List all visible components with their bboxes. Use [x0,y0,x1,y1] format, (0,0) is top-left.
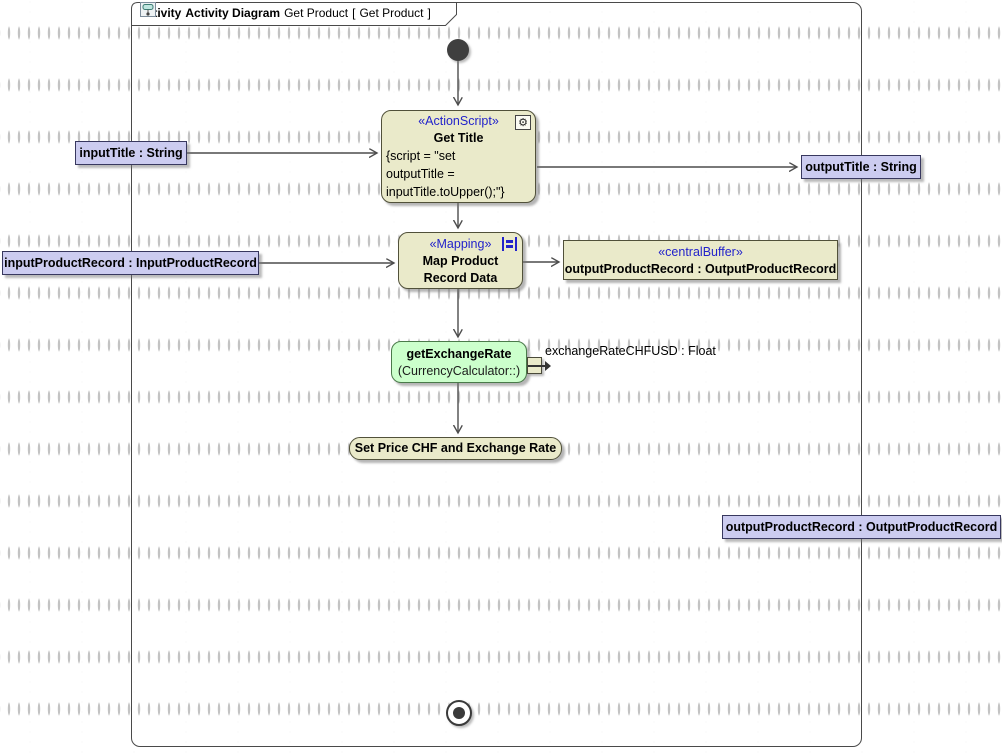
parameter-output-product-record[interactable]: outputProductRecord : OutputProductRecor… [722,515,1001,539]
action-set-price-chf-and-exchange-rate[interactable]: Set Price CHF and Exchange Rate [349,437,562,460]
mapping-name-line1: Map Product [422,253,499,268]
parameter-output-title[interactable]: outputTitle : String [801,155,921,179]
initial-node[interactable] [447,39,469,61]
activity-final-node[interactable] [446,700,472,726]
mapping-stereotype: «Mapping» [429,236,492,251]
action-get-title[interactable]: ⚙ «ActionScript» Get Title {script = "se… [381,110,536,203]
set-price-name: Set Price CHF and Exchange Rate [354,441,557,455]
activity-frame-border[interactable] [131,2,862,747]
frame-ref-name: Get Product [359,5,424,20]
central-buffer-output-product-record[interactable]: «centralBuffer» outputProductRecord : Ou… [563,240,838,280]
activity-diagram-icon [140,2,156,17]
frame-open-bracket: [ [352,5,356,20]
get-title-name: Get Title [433,131,484,145]
frame-diagram-type: Activity Diagram [185,5,281,20]
action-map-product-record-data[interactable]: «Mapping» Map Product Record Data [398,232,523,289]
pin-arrowhead-icon [545,361,551,371]
parameter-input-title[interactable]: inputTitle : String [75,141,187,165]
get-title-stereotype: «ActionScript» [418,114,499,128]
frame-header[interactable]: activity Activity Diagram Get Product [ … [131,2,458,26]
frame-close-bracket: ] [427,5,431,20]
pin-arrow-line [528,365,547,367]
gear-icon: ⚙ [515,115,531,130]
frame-header-outline [131,2,457,26]
get-exchange-rate-qualifier: (CurrencyCalculator::) [397,363,521,378]
frame-diagram-name: Get Product [284,5,349,20]
action-get-exchange-rate[interactable]: getExchangeRate (CurrencyCalculator::) [391,341,527,383]
output-pin-exchange-rate[interactable] [527,357,551,374]
output-pin-label: exchangeRateCHFUSD : Float [545,344,716,358]
central-buffer-name: outputProductRecord : OutputProductRecor… [564,261,837,276]
central-buffer-stereotype: «centralBuffer» [658,244,743,259]
mapping-name-line2: Record Data [423,270,498,285]
parameter-input-product-record[interactable]: inputProductRecord : InputProductRecord [2,251,259,275]
mapping-icon [502,237,517,251]
final-node-dot [453,707,465,719]
get-exchange-rate-name: getExchangeRate [406,346,512,361]
get-title-script: {script = "set outputTitle = inputTitle.… [386,149,505,199]
